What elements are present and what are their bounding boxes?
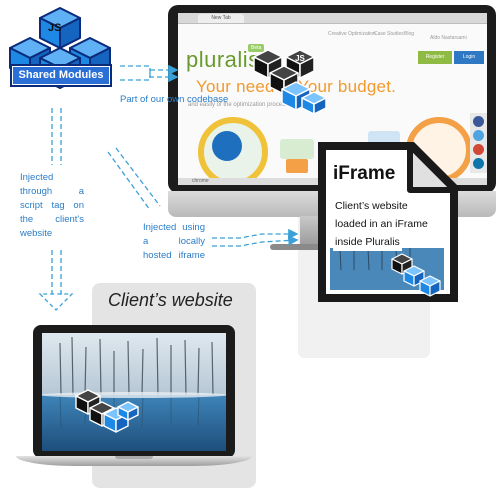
nav-item: Creative Optimization (328, 31, 376, 37)
client-website-title: Client’s website (108, 290, 233, 310)
pluralis-logo: pluralis (186, 47, 260, 72)
google-plus-icon (473, 144, 484, 155)
arrow-to-host (120, 65, 179, 83)
shared-modules-icon (9, 7, 111, 89)
login-button: Login (454, 51, 484, 64)
user-name: Aldo Nastarsami (430, 35, 467, 41)
arrow-to-client (60, 250, 65, 295)
facebook-icon (473, 116, 484, 127)
infographic-tile (280, 139, 314, 159)
browser-tab: New Tab (198, 14, 244, 23)
social-sidebar (470, 113, 487, 173)
iframe-description-line: inside Pluralis (333, 233, 402, 251)
arrow-to-iframe (212, 235, 299, 247)
arrow-to-iframe (212, 228, 299, 240)
modules-in-iframe-icon (391, 253, 441, 297)
beta-badge: Beta (248, 44, 265, 52)
twitter-icon (473, 130, 484, 141)
iframe-description-line: loaded in an iFrame (333, 215, 430, 233)
laptop-base (16, 456, 252, 466)
js-badge: JS (48, 22, 62, 34)
nav-item: Case Studies (374, 31, 404, 37)
modules-on-host-icon: JS (253, 49, 327, 115)
arrow-to-iframe (107, 151, 151, 211)
laptop-notch (115, 456, 153, 459)
iframe-title: iFrame (333, 163, 396, 184)
taskbar-label: chrome (192, 178, 209, 184)
arrow-head (38, 293, 74, 311)
js-badge: JS (295, 54, 305, 63)
codebase-annotation: Part of our own codebase (120, 94, 229, 105)
infographic-circle (212, 131, 242, 161)
modules-on-client-icon (75, 389, 139, 433)
arrow-to-iframe (115, 147, 161, 207)
script-tag-annotation: Injected through a script tag on the cli… (20, 172, 84, 239)
iframe-annotation: Injected using a locally hosted iframe (143, 222, 205, 261)
arrow-to-host (120, 64, 179, 81)
shared-modules-label: Shared Modules (12, 66, 110, 85)
browser-tab-bar: New Tab (178, 13, 487, 24)
host-subtext: and easily of the optimization process. (188, 102, 290, 108)
arrow-to-client (48, 250, 53, 295)
iframe-description-line: Client’s website (333, 197, 410, 215)
linkedin-icon (473, 158, 484, 169)
nav-item: Blog (404, 31, 415, 37)
infographic-tile (286, 159, 308, 173)
register-button: Register (418, 51, 452, 64)
